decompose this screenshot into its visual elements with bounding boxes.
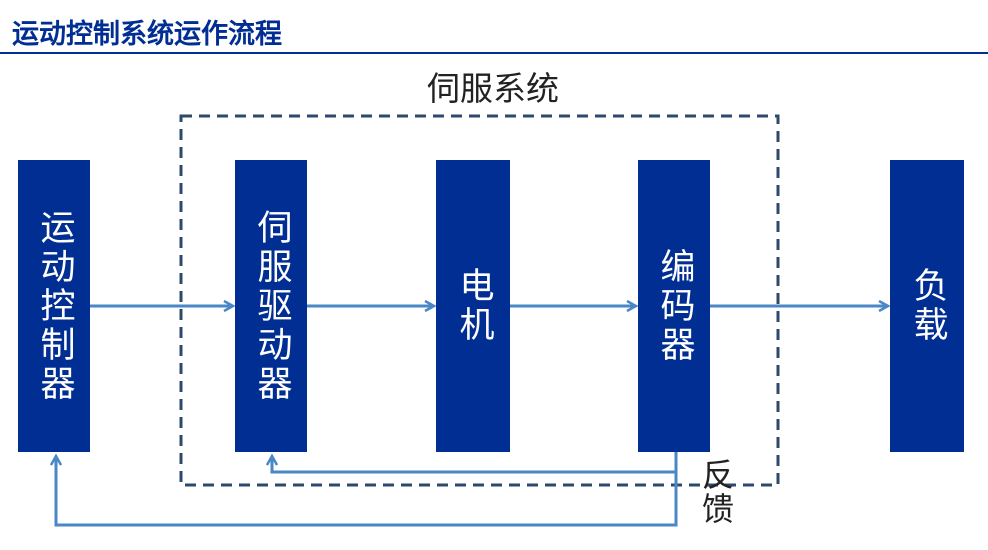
block-label: 运动控制器 [34,208,75,404]
block-motion-controller: 运动控制器 [18,160,90,452]
block-label: 伺服驱动器 [251,208,292,404]
servo-system-border [179,114,780,487]
block-label: 电机 [453,267,494,345]
title-divider [0,52,988,54]
feedback-line-to-driver [272,452,678,474]
page-title: 运动控制系统运作流程 [12,19,282,50]
block-label: 负载 [907,267,948,345]
feedback-line-to-controller [56,456,678,527]
block-label: 编码器 [654,247,695,365]
block-load: 负载 [890,160,964,452]
block-encoder: 编码器 [638,160,710,452]
servo-system-label: 伺服系统 [427,69,559,108]
block-motor: 电机 [436,160,510,452]
feedback-label: 反馈 [697,458,735,526]
block-servo-driver: 伺服驱动器 [235,160,307,452]
